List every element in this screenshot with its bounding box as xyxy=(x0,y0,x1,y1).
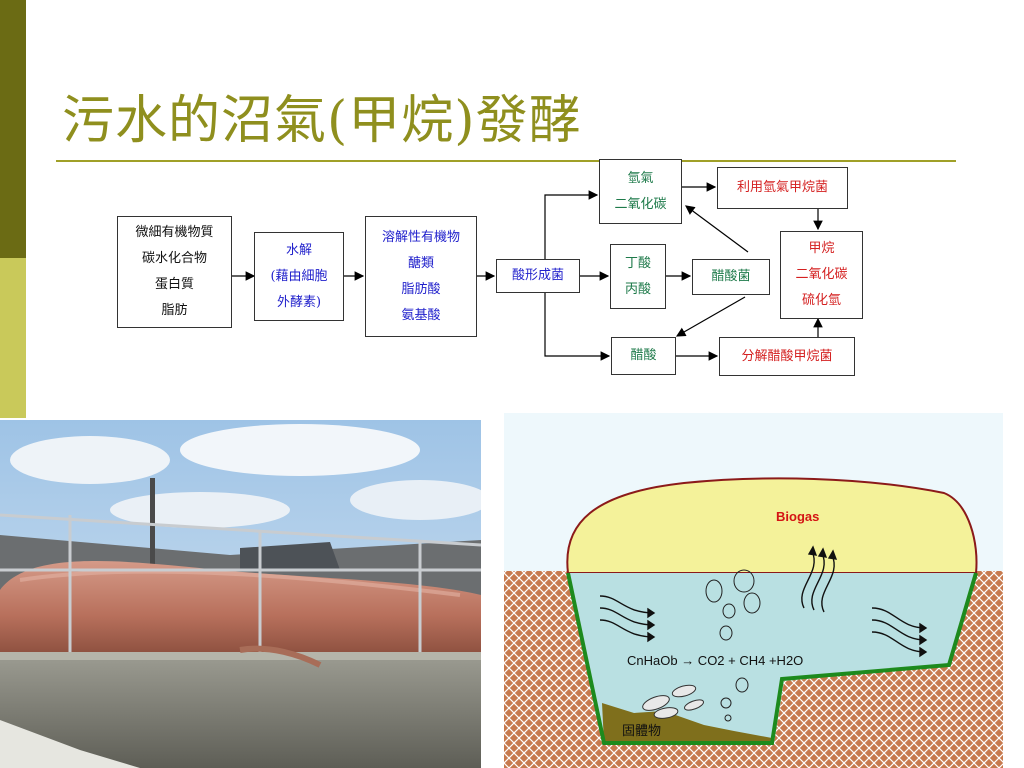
box-acetoclastic-methanogens: 分解醋酸甲烷菌 xyxy=(719,337,855,376)
box-text-line: 碳水化合物 xyxy=(141,251,207,266)
digester-wall xyxy=(566,572,978,745)
box-text-line: 水解 xyxy=(285,242,312,258)
accent-bar-light xyxy=(0,258,26,418)
arrow-acetogens-to-acetic xyxy=(675,296,746,337)
flow-right-arrows xyxy=(871,607,928,658)
sludge-label: 固體物 xyxy=(622,724,661,739)
arrow-acidogens-to-acetic xyxy=(544,293,611,361)
biogas-label: Biogas xyxy=(776,509,819,524)
digester-diagram: Biogas CnHaOb → CO2 + CH4 +H2O 固體物 xyxy=(504,413,1003,768)
box-text-line: 外酵素) xyxy=(276,294,322,310)
box-text-line: 蛋白質 xyxy=(154,277,194,292)
box-text-line: 醣類 xyxy=(407,255,434,271)
soil-under xyxy=(568,571,976,768)
box-soluble-organics: 溶解性有機物醣類脂肪酸氨基酸 xyxy=(365,216,477,337)
box-text-line: 氫氣 xyxy=(627,170,654,186)
box-acetogens: 醋酸菌 xyxy=(692,259,770,295)
box-text-line: (藉由細胞 xyxy=(270,268,328,284)
microbes xyxy=(642,684,704,719)
box-text-line: 微細有機物質 xyxy=(135,225,214,240)
arrow-acidogens-to-h2 xyxy=(544,190,599,259)
flow-left-arrows xyxy=(599,595,656,643)
slide-title: 污水的沼氣(甲烷)發酵 xyxy=(62,91,582,151)
box-butyric-propionic: 丁酸丙酸 xyxy=(610,244,666,309)
reaction-equation: CnHaOb → CO2 + CH4 +H2O xyxy=(627,653,803,668)
box-products: 甲烷二氧化碳硫化氫 xyxy=(780,231,863,319)
box-text-line: 溶解性有機物 xyxy=(381,229,460,245)
title-divider xyxy=(56,160,956,162)
accent-bar-dark xyxy=(0,0,26,258)
soil-left xyxy=(504,571,568,768)
flowchart-arrows xyxy=(232,182,823,361)
box-acidogens: 酸形成菌 xyxy=(496,259,580,293)
gas-dome xyxy=(566,477,978,574)
box-text-line: 分解醋酸甲烷菌 xyxy=(741,348,833,364)
gas-rising-arrows xyxy=(801,545,838,613)
box-text-line: 醋酸菌 xyxy=(711,269,751,284)
box-text-line: 醋酸 xyxy=(630,348,657,363)
soil-right xyxy=(976,571,1003,768)
arrow-acetogens-to-h2 xyxy=(685,205,749,253)
box-text-line: 硫化氫 xyxy=(801,293,841,308)
box-text-line: 二氧化碳 xyxy=(795,267,848,282)
box-text-line: 氨基酸 xyxy=(401,307,441,323)
sludge-layer xyxy=(602,703,772,743)
box-text-line: 酸形成菌 xyxy=(511,268,564,283)
liquid-body xyxy=(568,573,976,743)
box-hydrolysis: 水解 (藉由細胞外酵素) xyxy=(254,232,344,321)
biogas-bag-photo xyxy=(0,420,481,768)
box-text-line: 丙酸 xyxy=(624,281,651,297)
box-text-line: 脂肪酸 xyxy=(401,281,441,297)
box-text-line: 利用氫氣甲烷菌 xyxy=(736,180,828,195)
box-text-line: 二氧化碳 xyxy=(614,196,667,212)
box-hydrogen-co2: 氫氣二氧化碳 xyxy=(599,159,682,224)
box-text-line: 丁酸 xyxy=(624,255,651,271)
box-text-line: 甲烷 xyxy=(808,241,835,256)
box-acetic-acid: 醋酸 xyxy=(611,337,676,375)
box-text-line: 脂肪 xyxy=(161,303,188,318)
bubbles xyxy=(705,569,761,722)
box-h2-methanogens: 利用氫氣甲烷菌 xyxy=(717,167,848,209)
box-substrates: 微細有機物質碳水化合物蛋白質脂肪 xyxy=(117,216,232,328)
